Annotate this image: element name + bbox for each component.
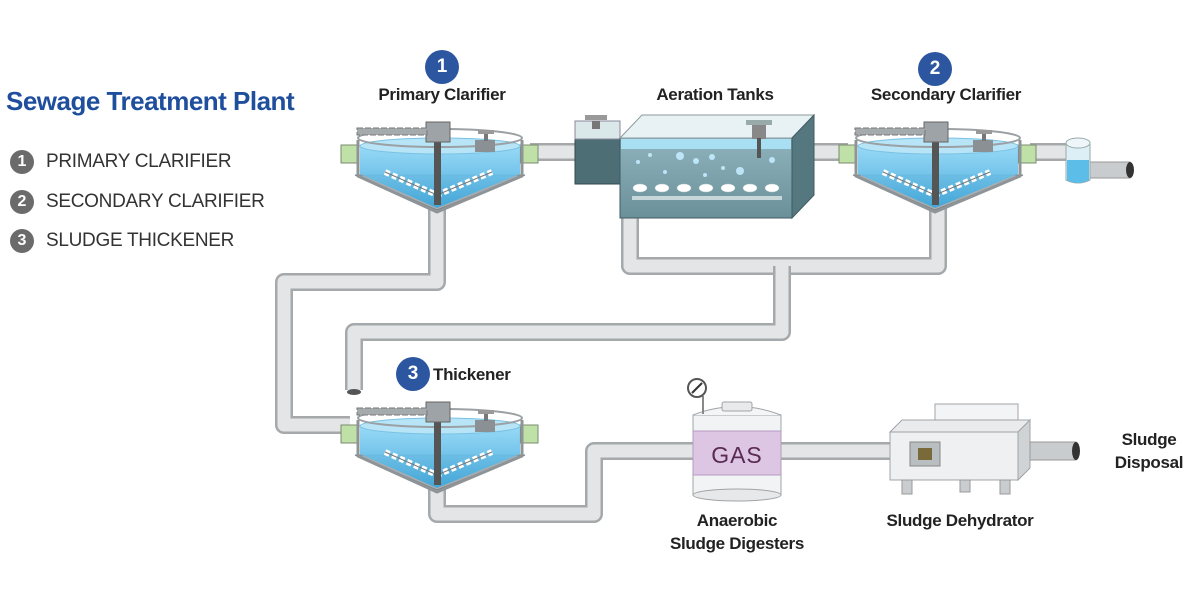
label-disposal-line1: Sludge: [1121, 430, 1177, 449]
badge-thickener: 3: [396, 357, 430, 391]
pipe-thickener-to-digester: [428, 442, 695, 523]
label-thickener: Thickener: [433, 365, 511, 384]
label-digesters-line1: Anaerobic: [696, 511, 778, 530]
primary-clarifier-tank: [340, 121, 539, 214]
gas-label: GAS: [711, 442, 763, 468]
label-digesters-line2: Sludge Digesters: [669, 534, 805, 553]
label-sludge-dehydrator: Sludge Dehydrator: [886, 511, 1034, 530]
label-disposal-line2: Disposal: [1114, 453, 1184, 472]
thickener-tank: [341, 402, 538, 492]
legend-label: PRIMARY CLARIFIER: [46, 151, 232, 172]
legend-item-secondary: 2 SECONDARY CLARIFIER: [10, 189, 265, 215]
label-aeration-tanks: Aeration Tanks: [656, 85, 774, 104]
legend-item-primary: 1 PRIMARY CLARIFIER: [10, 149, 232, 175]
label-primary-clarifier: Primary Clarifier: [378, 85, 506, 104]
aeration-tank: [574, 113, 816, 220]
badge-primary: 1: [425, 50, 459, 84]
badge-secondary: 2: [918, 52, 952, 86]
legend-number: 3: [10, 229, 34, 253]
legend-number: 1: [10, 150, 34, 174]
page-title: Sewage Treatment Plant: [6, 86, 295, 116]
secondary-clarifier-tank: [839, 122, 1036, 212]
legend-label: SECONDARY CLARIFIER: [46, 191, 265, 212]
legend-number: 2: [10, 190, 34, 214]
pipe-primary-to-thickener: [275, 200, 446, 434]
label-secondary-clarifier: Secondary Clarifier: [870, 85, 1022, 104]
legend-item-thickener: 3 SLUDGE THICKENER: [10, 228, 234, 254]
legend-label: SLUDGE THICKENER: [46, 230, 235, 251]
pipe-return-to-thickener: [345, 266, 791, 395]
outlet-basin: [1065, 137, 1134, 184]
anaerobic-digester: [687, 378, 782, 502]
pipes: [275, 143, 1070, 523]
sludge-dehydrator: [888, 403, 1080, 495]
